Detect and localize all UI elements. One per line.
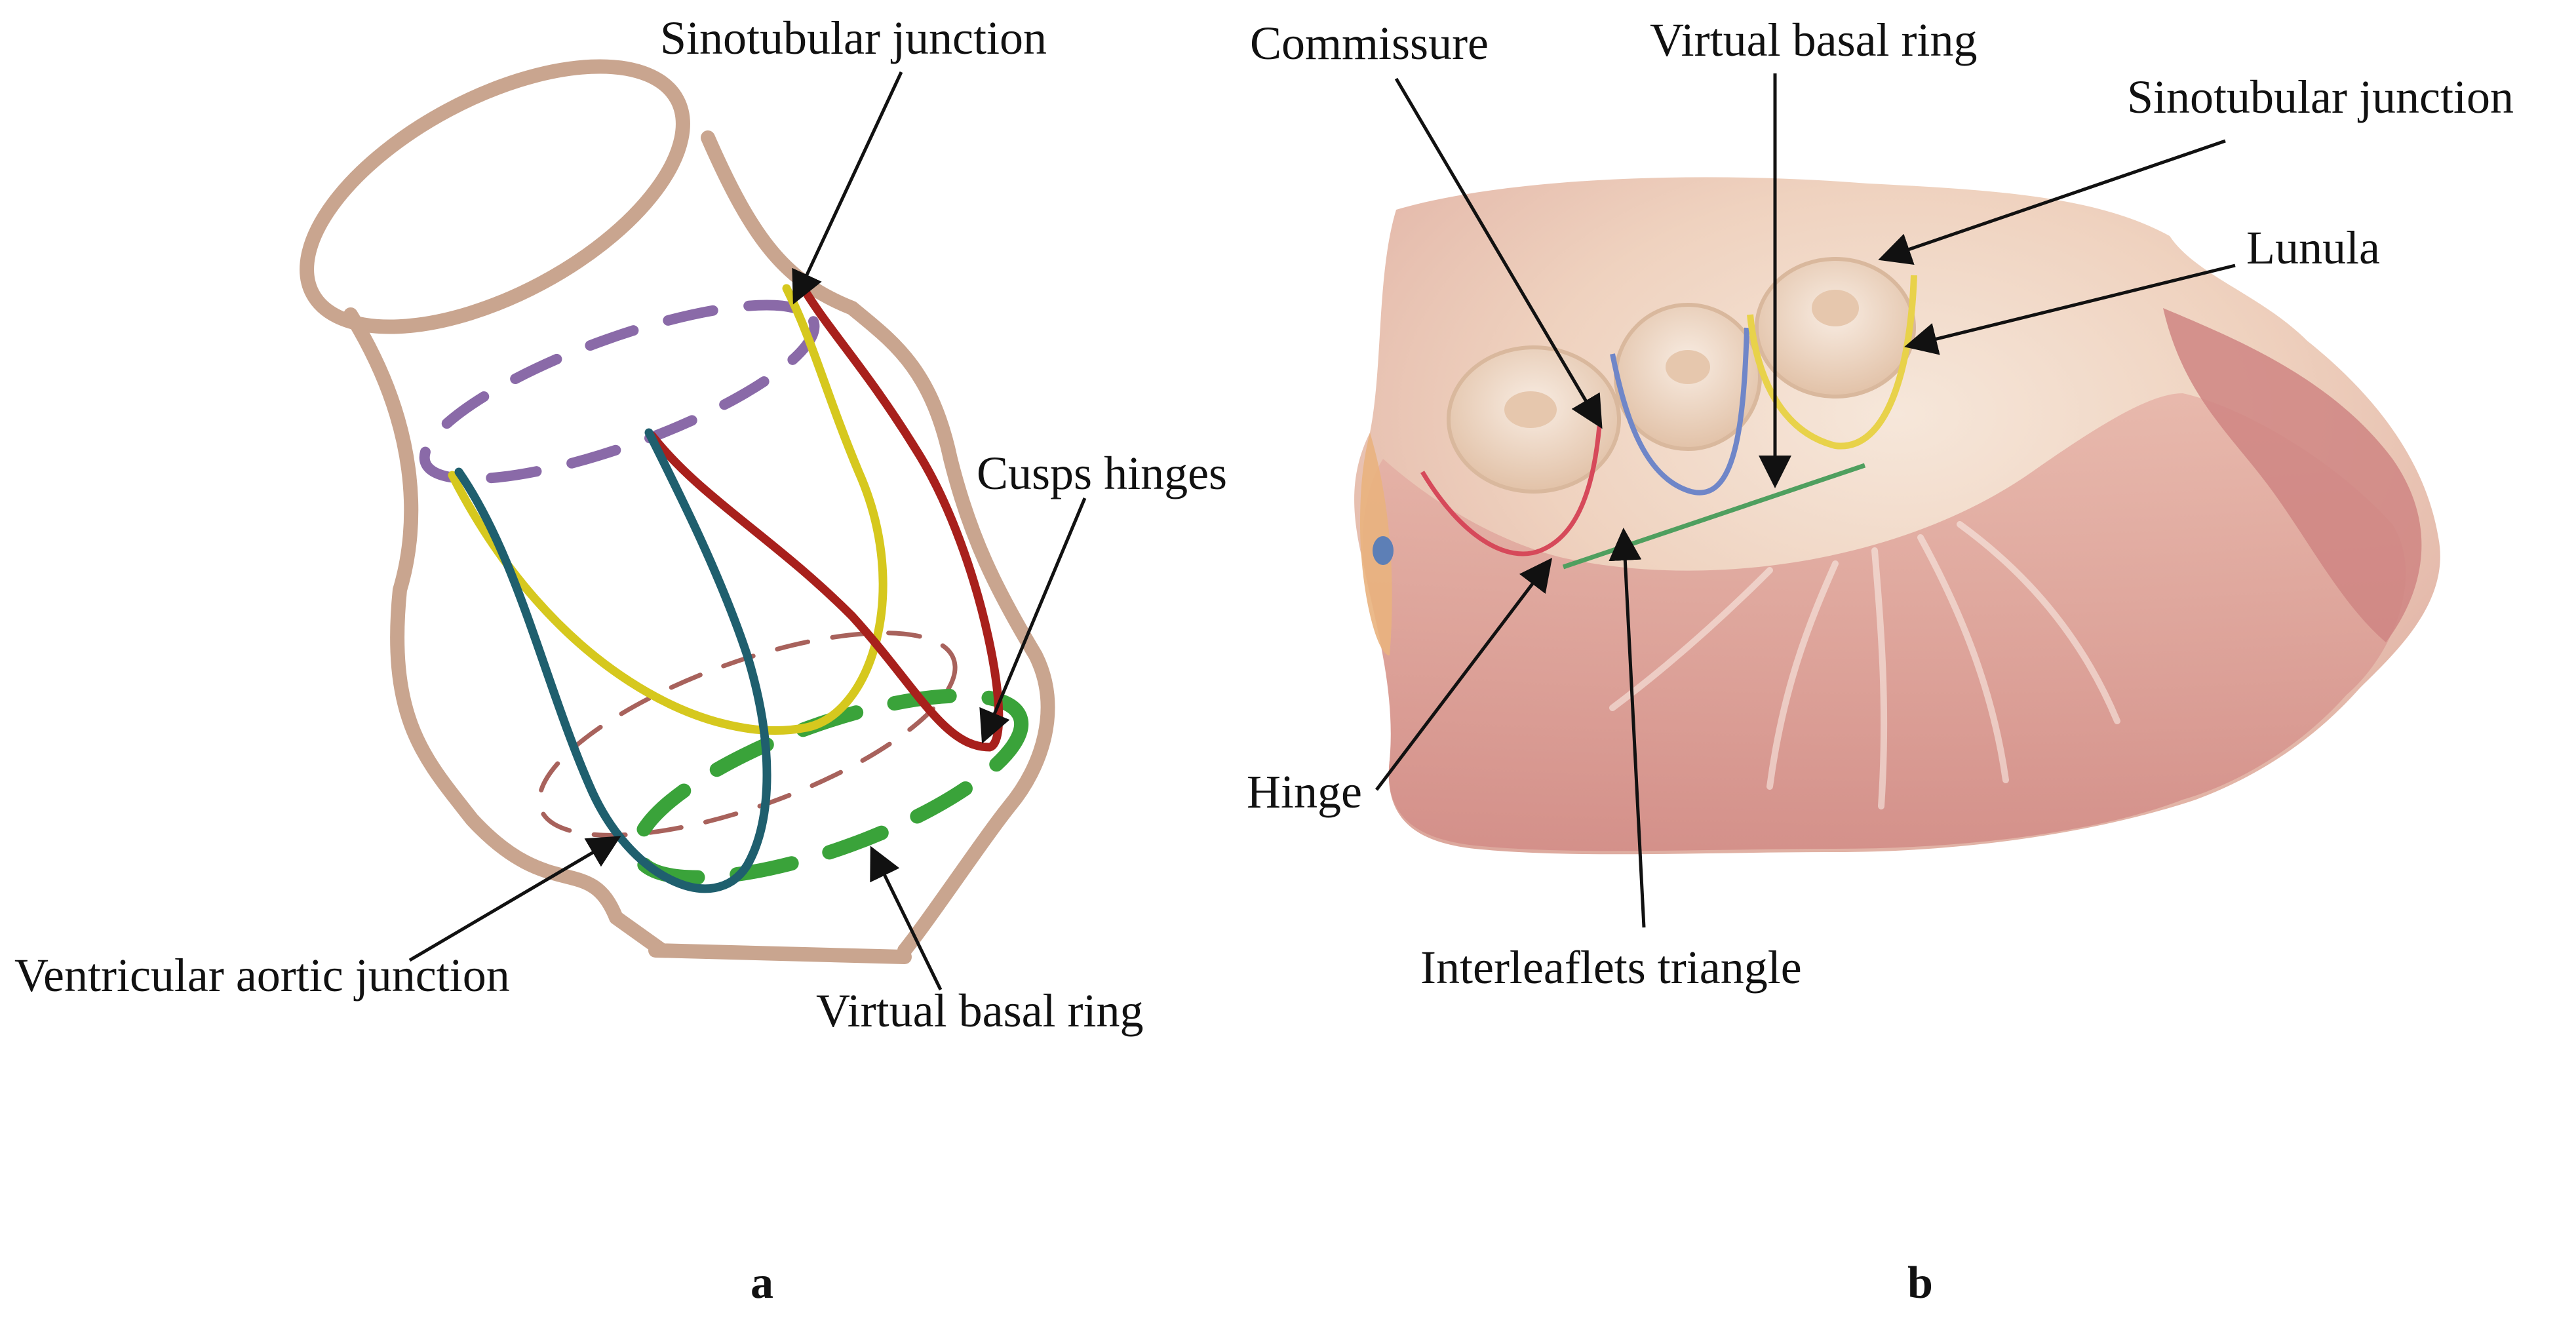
cusp-hinge-yellow [448,284,888,735]
label-cusps-hinges: Cusps hinges [977,447,1227,499]
label-virtual-basal-ring-a: Virtual basal ring [816,984,1144,1037]
cusp-middle-nodule [1666,350,1710,384]
coronary-ostium-dot [1373,536,1394,565]
cusp-left-nodule [1504,391,1557,428]
label-lunula: Lunula [2246,222,2380,274]
leader-sinotubular-b [1878,139,2226,265]
outline-bottom-edge [648,943,912,964]
leader-hinge [1375,558,1553,791]
top-opening-ellipse [300,59,690,334]
cusp-right [1755,257,1916,399]
outline-left-wall [343,307,669,958]
ventricular-aortic-junction-ring [537,631,958,838]
virtual-basal-ring-dashed [629,688,1029,885]
label-sinotubular-junction-a: Sinotubular junction [660,12,1047,64]
panel-label-a: a [751,1258,773,1308]
hinge-line-blue [1610,327,1749,496]
panel-label-b: b [1907,1258,1933,1308]
tissue-striations [1609,521,2120,809]
cusp-hinge-teal [454,428,771,893]
hinge-line-red [1420,425,1602,556]
label-ventricular-aortic-junction: Ventricular aortic junction [14,949,510,1002]
leader-lunula [1904,263,2236,355]
label-commissure: Commissure [1250,17,1489,69]
label-interleaflets-triangle: Interleaflets triangle [1420,941,1802,994]
leader-cusps-hinges [979,497,1087,744]
leader-commissure [1394,77,1603,429]
leader-sinotubular-a [792,71,903,305]
leader-interleaflets-triangle [1609,528,1646,928]
leader-virtual-basal-ring-a [870,846,943,991]
cusp-right-nodule [1812,290,1859,326]
cusp-hinge-red [648,277,1004,752]
label-sinotubular-junction-b: Sinotubular junction [2127,71,2514,123]
tissue-right-lobe [2163,308,2422,642]
sinotubular-junction-ring [419,300,820,484]
leader-ventricular-aortic [408,836,621,962]
tissue-muscle-region [1362,393,2406,851]
panel-a-schematic: Sinotubular junction Cusps hinges Ventri… [14,12,1227,1308]
label-hinge: Hinge [1247,766,1362,818]
panel-b-illustration: Commissure Virtual basal ring Sinotubula… [1247,14,2514,1308]
label-virtual-basal-ring-b: Virtual basal ring [1650,14,1978,66]
